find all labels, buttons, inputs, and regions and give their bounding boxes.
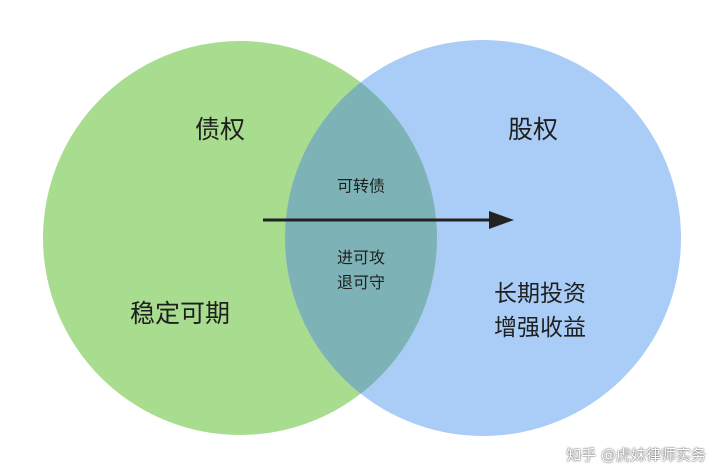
watermark: 知乎 @虎妹律师实务 (566, 446, 706, 464)
debt-description: 稳定可期 (129, 299, 231, 328)
convertible-bond-description-line1: 进可攻 (336, 248, 386, 267)
arrow-right-icon (263, 211, 514, 229)
equity-description-line1: 长期投资 (494, 281, 586, 307)
overlap-region (285, 41, 437, 435)
convertible-bond-description: 进可攻 退可守 (337, 245, 385, 295)
equity-description: 长期投资 增强收益 (494, 277, 586, 345)
convertible-bond-title: 可转债 (336, 176, 386, 196)
convertible-bond-description-line2: 退可守 (336, 273, 386, 292)
debt-title: 债权 (194, 115, 246, 144)
equity-title: 股权 (507, 115, 559, 144)
equity-description-line2: 增强收益 (494, 315, 586, 341)
